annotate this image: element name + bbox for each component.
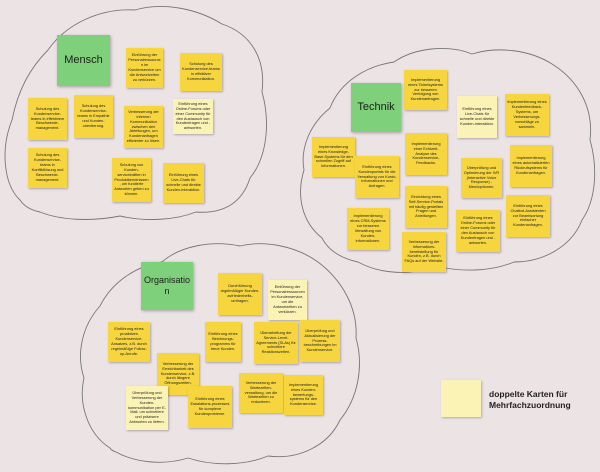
idea-note[interactable]: Schulung des Kundenservice-teams in Konf… <box>28 148 67 188</box>
idea-note[interactable]: Implementierung eines Knowledge-Base-Sys… <box>312 137 355 177</box>
idea-note[interactable]: Implementierung eines automatisierten Rü… <box>510 145 552 187</box>
category-note-mensch[interactable]: Mensch <box>57 35 110 86</box>
idea-note[interactable]: Einrichtung eines Self-Service-Portals m… <box>405 186 447 228</box>
idea-note[interactable]: Einführung eines Chatbot-Assistenten zur… <box>506 195 550 237</box>
idea-note[interactable]: Einführung eines Eskalations-prozesses f… <box>188 386 232 428</box>
idea-note[interactable]: Einführung eines Belohnungs-programms fü… <box>205 322 241 362</box>
idea-note[interactable]: Schulung des Kundenservice-teams in effe… <box>28 98 67 140</box>
duplicate-note[interactable]: Einführung eines Live-Chats für schnelle… <box>457 96 497 138</box>
idea-note[interactable]: Einführung eines Kundenportals für die V… <box>355 156 399 198</box>
idea-note[interactable]: Überprüfung und Optimierung der IVR (Int… <box>461 158 502 198</box>
idea-note[interactable]: Überprüfung und Aktualisierung der Proze… <box>300 320 340 362</box>
idea-note[interactable]: Implementierung einer Echtzeit-Analyse d… <box>405 133 447 175</box>
duplicate-note[interactable]: Überprüfung und Verbesserung der Kunden-… <box>126 386 168 430</box>
idea-note[interactable]: Schulung des Kundenservice-teams in Empa… <box>74 95 113 138</box>
duplicate-note[interactable]: Einführung eines Online-Forums oder eine… <box>173 99 213 134</box>
idea-note[interactable]: Schulung des Kundenservice-teams in effe… <box>180 53 222 91</box>
legend-label: doppelte Karten für Mehrfachzuordnung <box>489 389 571 411</box>
legend-swatch <box>441 380 481 417</box>
idea-note[interactable]: Verbesserung der Informations-bereitstel… <box>402 232 446 272</box>
idea-note[interactable]: Implementierung eines Kundenfeedback-Sys… <box>505 94 549 136</box>
idea-note[interactable]: Durchführung regelmäßiger Kunden-zufried… <box>218 273 262 315</box>
idea-note[interactable]: Überarbeitung der Service-Level-Agreemen… <box>254 322 298 364</box>
category-note-technik[interactable]: Technik <box>351 83 401 132</box>
cloud-organisation <box>80 243 360 465</box>
cloud-mensch <box>4 6 267 220</box>
idea-note[interactable]: Implementierung eines CRM-Systems zur be… <box>347 208 389 250</box>
idea-note[interactable]: Einführung eines Online-Forums oder eine… <box>456 210 500 252</box>
idea-note[interactable]: Schulung von Kunden-servicekräften in Pr… <box>112 158 151 202</box>
idea-note[interactable]: Implementierung eines Kunden-bewertungs-… <box>284 375 323 415</box>
category-note-organisation[interactable]: Organisation <box>141 262 193 310</box>
idea-note[interactable]: Verbesserung der internen Kommunikation … <box>124 106 163 148</box>
idea-note[interactable]: Einführung eines proaktiven Kundenservic… <box>108 322 150 362</box>
idea-note[interactable]: Einführung eines Live-Chats für schnelle… <box>163 163 204 203</box>
idea-note[interactable]: Implementierung eines Ticketsystems zur … <box>404 70 447 110</box>
idea-note[interactable]: Verbesserung der Wartezeiten-verwaltung,… <box>239 373 283 413</box>
idea-note[interactable]: Einführung der Personalressourcen im Kun… <box>126 48 163 88</box>
duplicate-note[interactable]: Einführung der Personalressourcen im Kun… <box>268 280 307 320</box>
